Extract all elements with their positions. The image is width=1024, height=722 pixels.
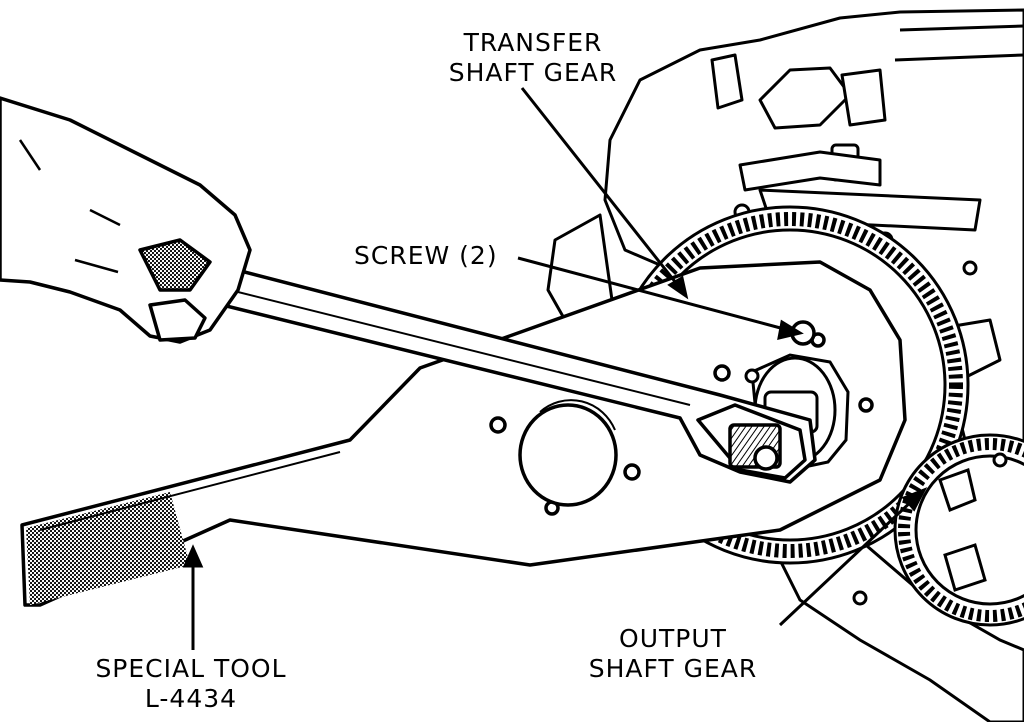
- label-special-tool: SPECIAL TOOL L-4434: [80, 654, 302, 714]
- label-output-shaft-gear: OUTPUT SHAFT GEAR: [573, 624, 773, 684]
- leader-lines: [182, 87, 928, 650]
- hand: [0, 96, 252, 344]
- label-tool-line1: SPECIAL TOOL: [95, 654, 287, 683]
- label-output-line1: OUTPUT: [619, 624, 727, 653]
- special-tool-l-4434: [20, 260, 907, 607]
- label-tool-line2: L-4434: [144, 684, 238, 713]
- ratchet-wrench: [184, 258, 817, 484]
- label-transfer-line2: SHAFT GEAR: [448, 58, 618, 87]
- case-flange: [757, 517, 1024, 722]
- output-shaft-gear: [893, 433, 1024, 627]
- label-screw: SCREW (2): [354, 241, 498, 271]
- label-transfer-line1: TRANSFER: [463, 28, 603, 57]
- label-screw-text: SCREW (2): [354, 241, 498, 270]
- label-output-line2: SHAFT GEAR: [588, 654, 758, 683]
- label-transfer-shaft-gear: TRANSFER SHAFT GEAR: [428, 28, 638, 88]
